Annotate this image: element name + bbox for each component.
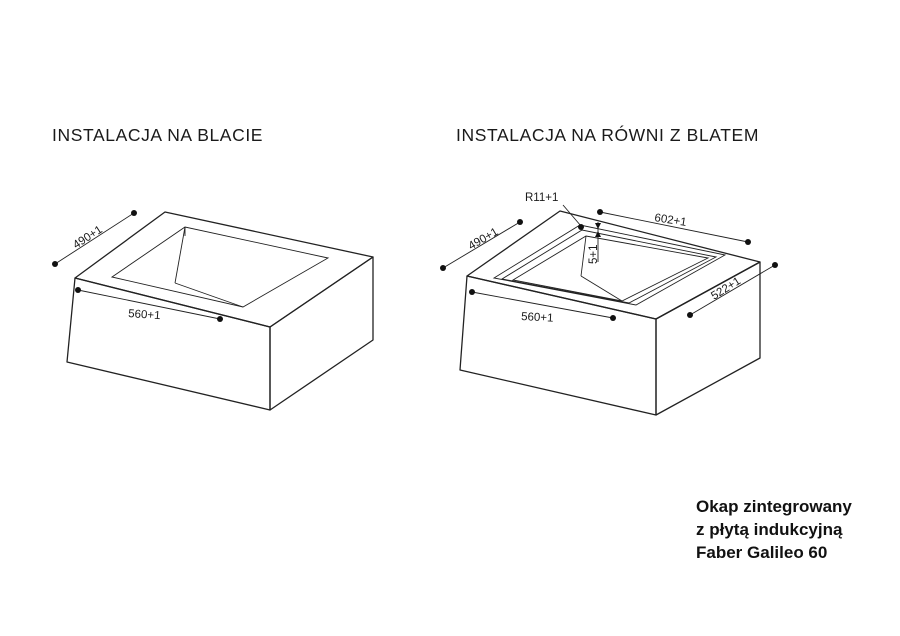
- caption-line-2: z płytą indukcyjną: [696, 520, 843, 539]
- left-depth-label: 490+1: [71, 224, 105, 252]
- right-dimension-outer-depth: 522+1: [687, 262, 778, 318]
- left-heading: INSTALACJA NA BLACIE: [52, 125, 263, 145]
- right-depth-start-point: [440, 265, 446, 271]
- right-outer-depth-start-point: [687, 312, 693, 318]
- right-outer-width-label: 602+1: [654, 212, 688, 229]
- right-radius-callout: R11+1: [525, 192, 584, 230]
- right-dimension-outer-width: 602+1: [597, 209, 751, 245]
- right-dimension-step: 5+1: [588, 222, 601, 264]
- right-outer-depth-label: 522+1: [709, 275, 743, 302]
- left-cabinet: [66, 211, 374, 411]
- left-depth-end-point: [131, 210, 137, 216]
- right-radius-label: R11+1: [525, 192, 558, 204]
- left-width-start-point: [75, 287, 81, 293]
- left-dimension-depth: 490+1: [52, 210, 137, 267]
- right-width-label: 560+1: [521, 311, 554, 325]
- left-depth-start-point: [52, 261, 58, 267]
- right-cabinet: [459, 210, 761, 416]
- caption-line-3: Faber Galileo 60: [696, 543, 828, 562]
- right-outer-width-end-point: [745, 239, 751, 245]
- right-depth-label: 490+1: [467, 226, 501, 253]
- right-radius-point: [578, 224, 584, 230]
- right-depth-end-point: [517, 219, 523, 225]
- left-width-label: 560+1: [128, 308, 161, 322]
- right-step-label: 5+1: [588, 244, 600, 264]
- product-caption: Okap zintegrowany z płytą indukcyjną Fab…: [696, 495, 896, 564]
- right-outer-depth-end-point: [772, 262, 778, 268]
- left-width-end-point: [217, 316, 223, 322]
- right-dimension-width: 560+1: [469, 289, 616, 325]
- right-width-start-point: [469, 289, 475, 295]
- right-outer-width-start-point: [597, 209, 603, 215]
- caption-line-1: Okap zintegrowany: [696, 497, 852, 516]
- right-width-end-point: [610, 315, 616, 321]
- left-dimension-width: 560+1: [75, 287, 223, 322]
- right-heading: INSTALACJA NA RÓWNI Z BLATEM: [456, 124, 759, 145]
